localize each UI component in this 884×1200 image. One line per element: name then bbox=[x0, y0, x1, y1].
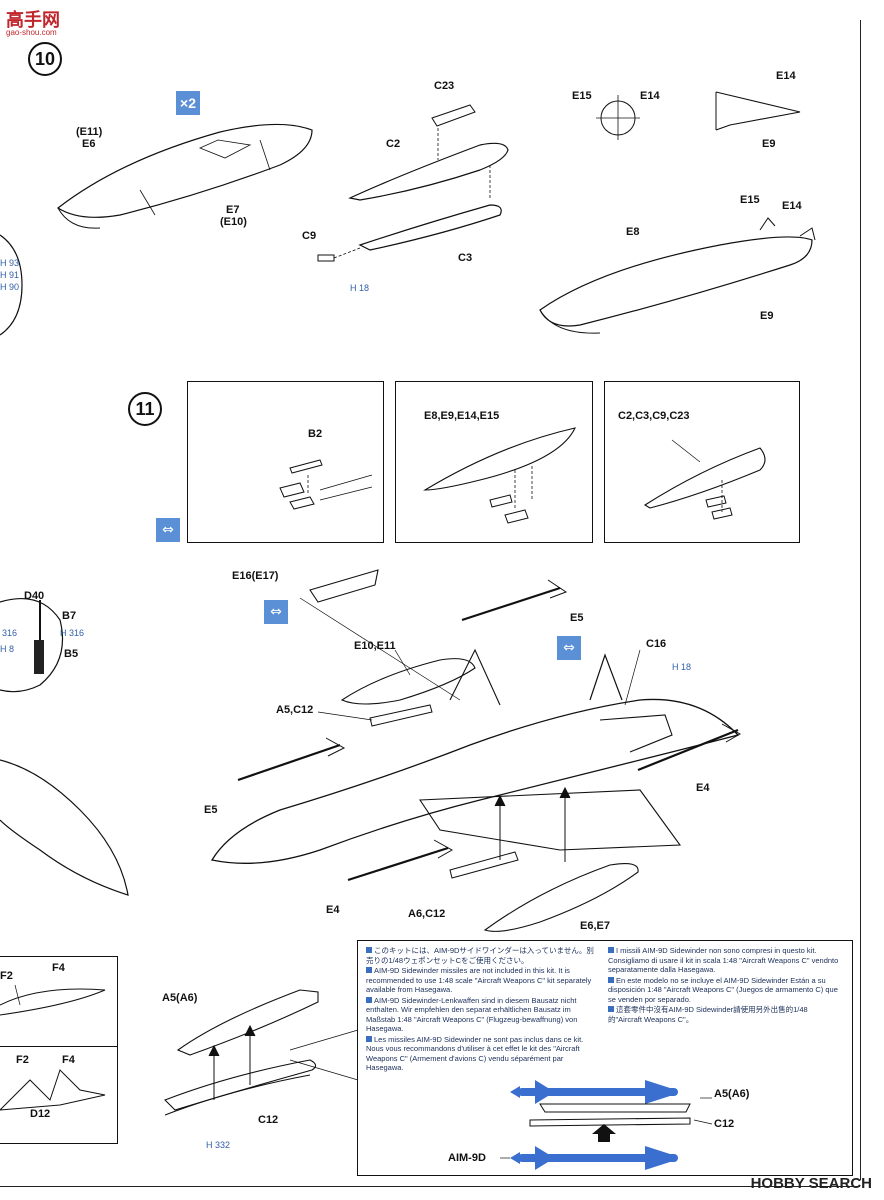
attention-icon-left: ⇔ bbox=[156, 518, 180, 542]
label-e5-left: E5 bbox=[204, 804, 218, 816]
note-zh: 這套零件中沒有AIM-9D Sidewinder請使用另外出售的1/48的"Ai… bbox=[608, 1005, 808, 1024]
label-d40: D40 bbox=[24, 590, 45, 602]
label-c12-notes: C12 bbox=[714, 1118, 735, 1130]
box3-label: C2,C3,C9,C23 bbox=[618, 410, 690, 422]
attention-icon-right: ⇔ bbox=[557, 636, 581, 660]
ref-h8: H 8 bbox=[0, 644, 15, 654]
label-c16: C16 bbox=[646, 638, 667, 650]
bullet-icon bbox=[608, 1006, 614, 1012]
label-c12: C12 bbox=[258, 1114, 279, 1126]
canopy-panel-top bbox=[0, 956, 118, 1048]
label-a6-c12: A6,C12 bbox=[408, 908, 446, 920]
label-e9-b: E9 bbox=[760, 310, 774, 322]
bullet-icon bbox=[608, 947, 614, 953]
label-b7: B7 bbox=[62, 610, 77, 622]
notes-right-column: I missili AIM-9D Sidewinder non sono com… bbox=[608, 946, 840, 1025]
label-e6-e7: E6,E7 bbox=[580, 920, 610, 932]
label-c23: C23 bbox=[434, 80, 455, 92]
hobby-search-watermark: HOBBY SEARCH bbox=[750, 1175, 872, 1192]
label-f4-b: F4 bbox=[62, 1054, 75, 1066]
ref-h91: H 91 bbox=[0, 270, 20, 280]
note-de: AIM-9D Sidewinder-Lenkwaffen sind in die… bbox=[366, 995, 578, 1033]
bullet-icon bbox=[608, 976, 614, 983]
note-fr: Les missiles AIM-9D Sidewinder ne sont p… bbox=[366, 1034, 584, 1072]
multiplier-badge: ×2 bbox=[176, 91, 200, 115]
bullet-icon bbox=[366, 996, 372, 1003]
note-it: I missili AIM-9D Sidewinder non sono com… bbox=[608, 946, 839, 974]
detail-box-c2-c3 bbox=[604, 381, 800, 543]
detail-box-b2 bbox=[187, 381, 384, 543]
bullet-icon bbox=[366, 947, 372, 953]
label-aim9d: AIM-9D bbox=[448, 1152, 486, 1164]
label-e7: E7 bbox=[226, 204, 240, 216]
label-e14-b: E14 bbox=[776, 70, 796, 82]
label-e10-e11: E10,E11 bbox=[354, 640, 396, 652]
attention-icon-mid: ⇔ bbox=[264, 600, 288, 624]
label-a5-c12-top: A5,C12 bbox=[276, 704, 314, 716]
bullet-icon bbox=[366, 967, 372, 973]
label-e11-paren: (E11) bbox=[76, 126, 103, 138]
box1-label: B2 bbox=[308, 428, 323, 440]
ref-h316-b: H 316 bbox=[60, 628, 85, 638]
label-a5-a6: A5(A6) bbox=[162, 992, 198, 1004]
label-c2: C2 bbox=[386, 138, 401, 150]
label-f4-a: F4 bbox=[52, 962, 65, 974]
ref-h93: H 93 bbox=[0, 258, 20, 268]
label-c9: C9 bbox=[302, 230, 317, 242]
label-e10-paren: (E10) bbox=[220, 216, 247, 228]
step-number-11: 11 bbox=[128, 392, 162, 426]
label-e14-a: E14 bbox=[640, 90, 660, 102]
detail-box-e8-e9 bbox=[395, 381, 593, 543]
canopy-panel-bottom bbox=[0, 1046, 118, 1144]
box2-label: E8,E9,E14,E15 bbox=[424, 410, 500, 422]
label-f2-a: F2 bbox=[0, 970, 13, 982]
label-b5: B5 bbox=[64, 648, 79, 660]
ref-h18-b: H 18 bbox=[672, 662, 692, 672]
label-e15-a: E15 bbox=[572, 90, 592, 102]
label-e9-a: E9 bbox=[762, 138, 776, 150]
label-e14-c: E14 bbox=[782, 200, 802, 212]
label-e15-b: E15 bbox=[740, 194, 760, 206]
label-c3: C3 bbox=[458, 252, 473, 264]
ref-316-a: 316 bbox=[2, 628, 18, 638]
label-d12: D12 bbox=[30, 1108, 51, 1120]
label-f2-b: F2 bbox=[16, 1054, 29, 1066]
ref-h90: H 90 bbox=[0, 282, 20, 292]
bullet-icon bbox=[366, 1035, 372, 1042]
page-border-right bbox=[860, 20, 861, 1180]
note-en: AIM-9D Sidewinder missiles are not inclu… bbox=[366, 966, 592, 994]
ref-h18-a: H 18 bbox=[350, 283, 370, 293]
notes-left-column: このキットには、AIM-9Dサイドワインダーは入っていません。別売りの1/48ウ… bbox=[366, 946, 598, 1074]
label-e6: E6 bbox=[82, 138, 96, 150]
label-e4-right: E4 bbox=[696, 782, 710, 794]
label-e5-top: E5 bbox=[570, 612, 584, 624]
page-border-bottom bbox=[0, 1186, 860, 1187]
label-a5-a6-notes: A5(A6) bbox=[714, 1088, 750, 1100]
note-jp: このキットには、AIM-9Dサイドワインダーは入っていません。別売りの1/48ウ… bbox=[366, 946, 594, 965]
site-logo-subtitle: gao-shou.com bbox=[6, 28, 57, 37]
label-e8: E8 bbox=[626, 226, 640, 238]
step-number-10: 10 bbox=[28, 42, 62, 76]
note-es: En este modelo no se incluye el AIM-9D S… bbox=[608, 975, 838, 1004]
site-logo: 高手网 bbox=[6, 10, 60, 30]
label-e4-bottom: E4 bbox=[326, 904, 340, 916]
label-e16-e17: E16(E17) bbox=[232, 570, 279, 582]
ref-h332: H 332 bbox=[206, 1140, 231, 1150]
